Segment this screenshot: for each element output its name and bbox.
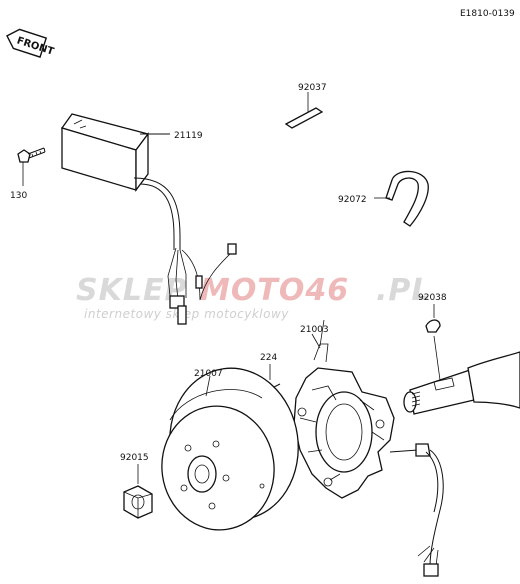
diagram-code: E1810-0139 bbox=[460, 9, 515, 19]
part-label-21007: 21007 bbox=[194, 369, 223, 379]
flywheel-21007 bbox=[161, 367, 299, 531]
crankshaft bbox=[403, 304, 520, 415]
part-label-224: 224 bbox=[260, 353, 277, 363]
leader-21003 bbox=[319, 319, 325, 347]
part-label-92037: 92037 bbox=[298, 83, 327, 93]
cdi-unit bbox=[60, 113, 237, 325]
clamp-92072 bbox=[374, 170, 429, 227]
front-arrow-icon: FRONT bbox=[6, 28, 55, 58]
part-label-21003: 21003 bbox=[300, 325, 329, 335]
part-label-21119: 21119 bbox=[174, 131, 203, 141]
part-label-92038: 92038 bbox=[418, 293, 447, 303]
part-label-92015: 92015 bbox=[120, 453, 149, 463]
stator-21003 bbox=[293, 333, 444, 577]
watermark-brand-part3: .PL bbox=[376, 273, 432, 308]
watermark-brand-part2: MOTO46 bbox=[200, 273, 349, 308]
nut-92015 bbox=[123, 464, 153, 519]
band-92037 bbox=[284, 92, 324, 129]
watermark: SKLEP MOTO46 .PL internetowy sklep motoc… bbox=[76, 273, 432, 321]
part-label-92072: 92072 bbox=[338, 195, 367, 205]
part-label-130: 130 bbox=[10, 191, 27, 201]
bolt-130 bbox=[17, 147, 46, 186]
